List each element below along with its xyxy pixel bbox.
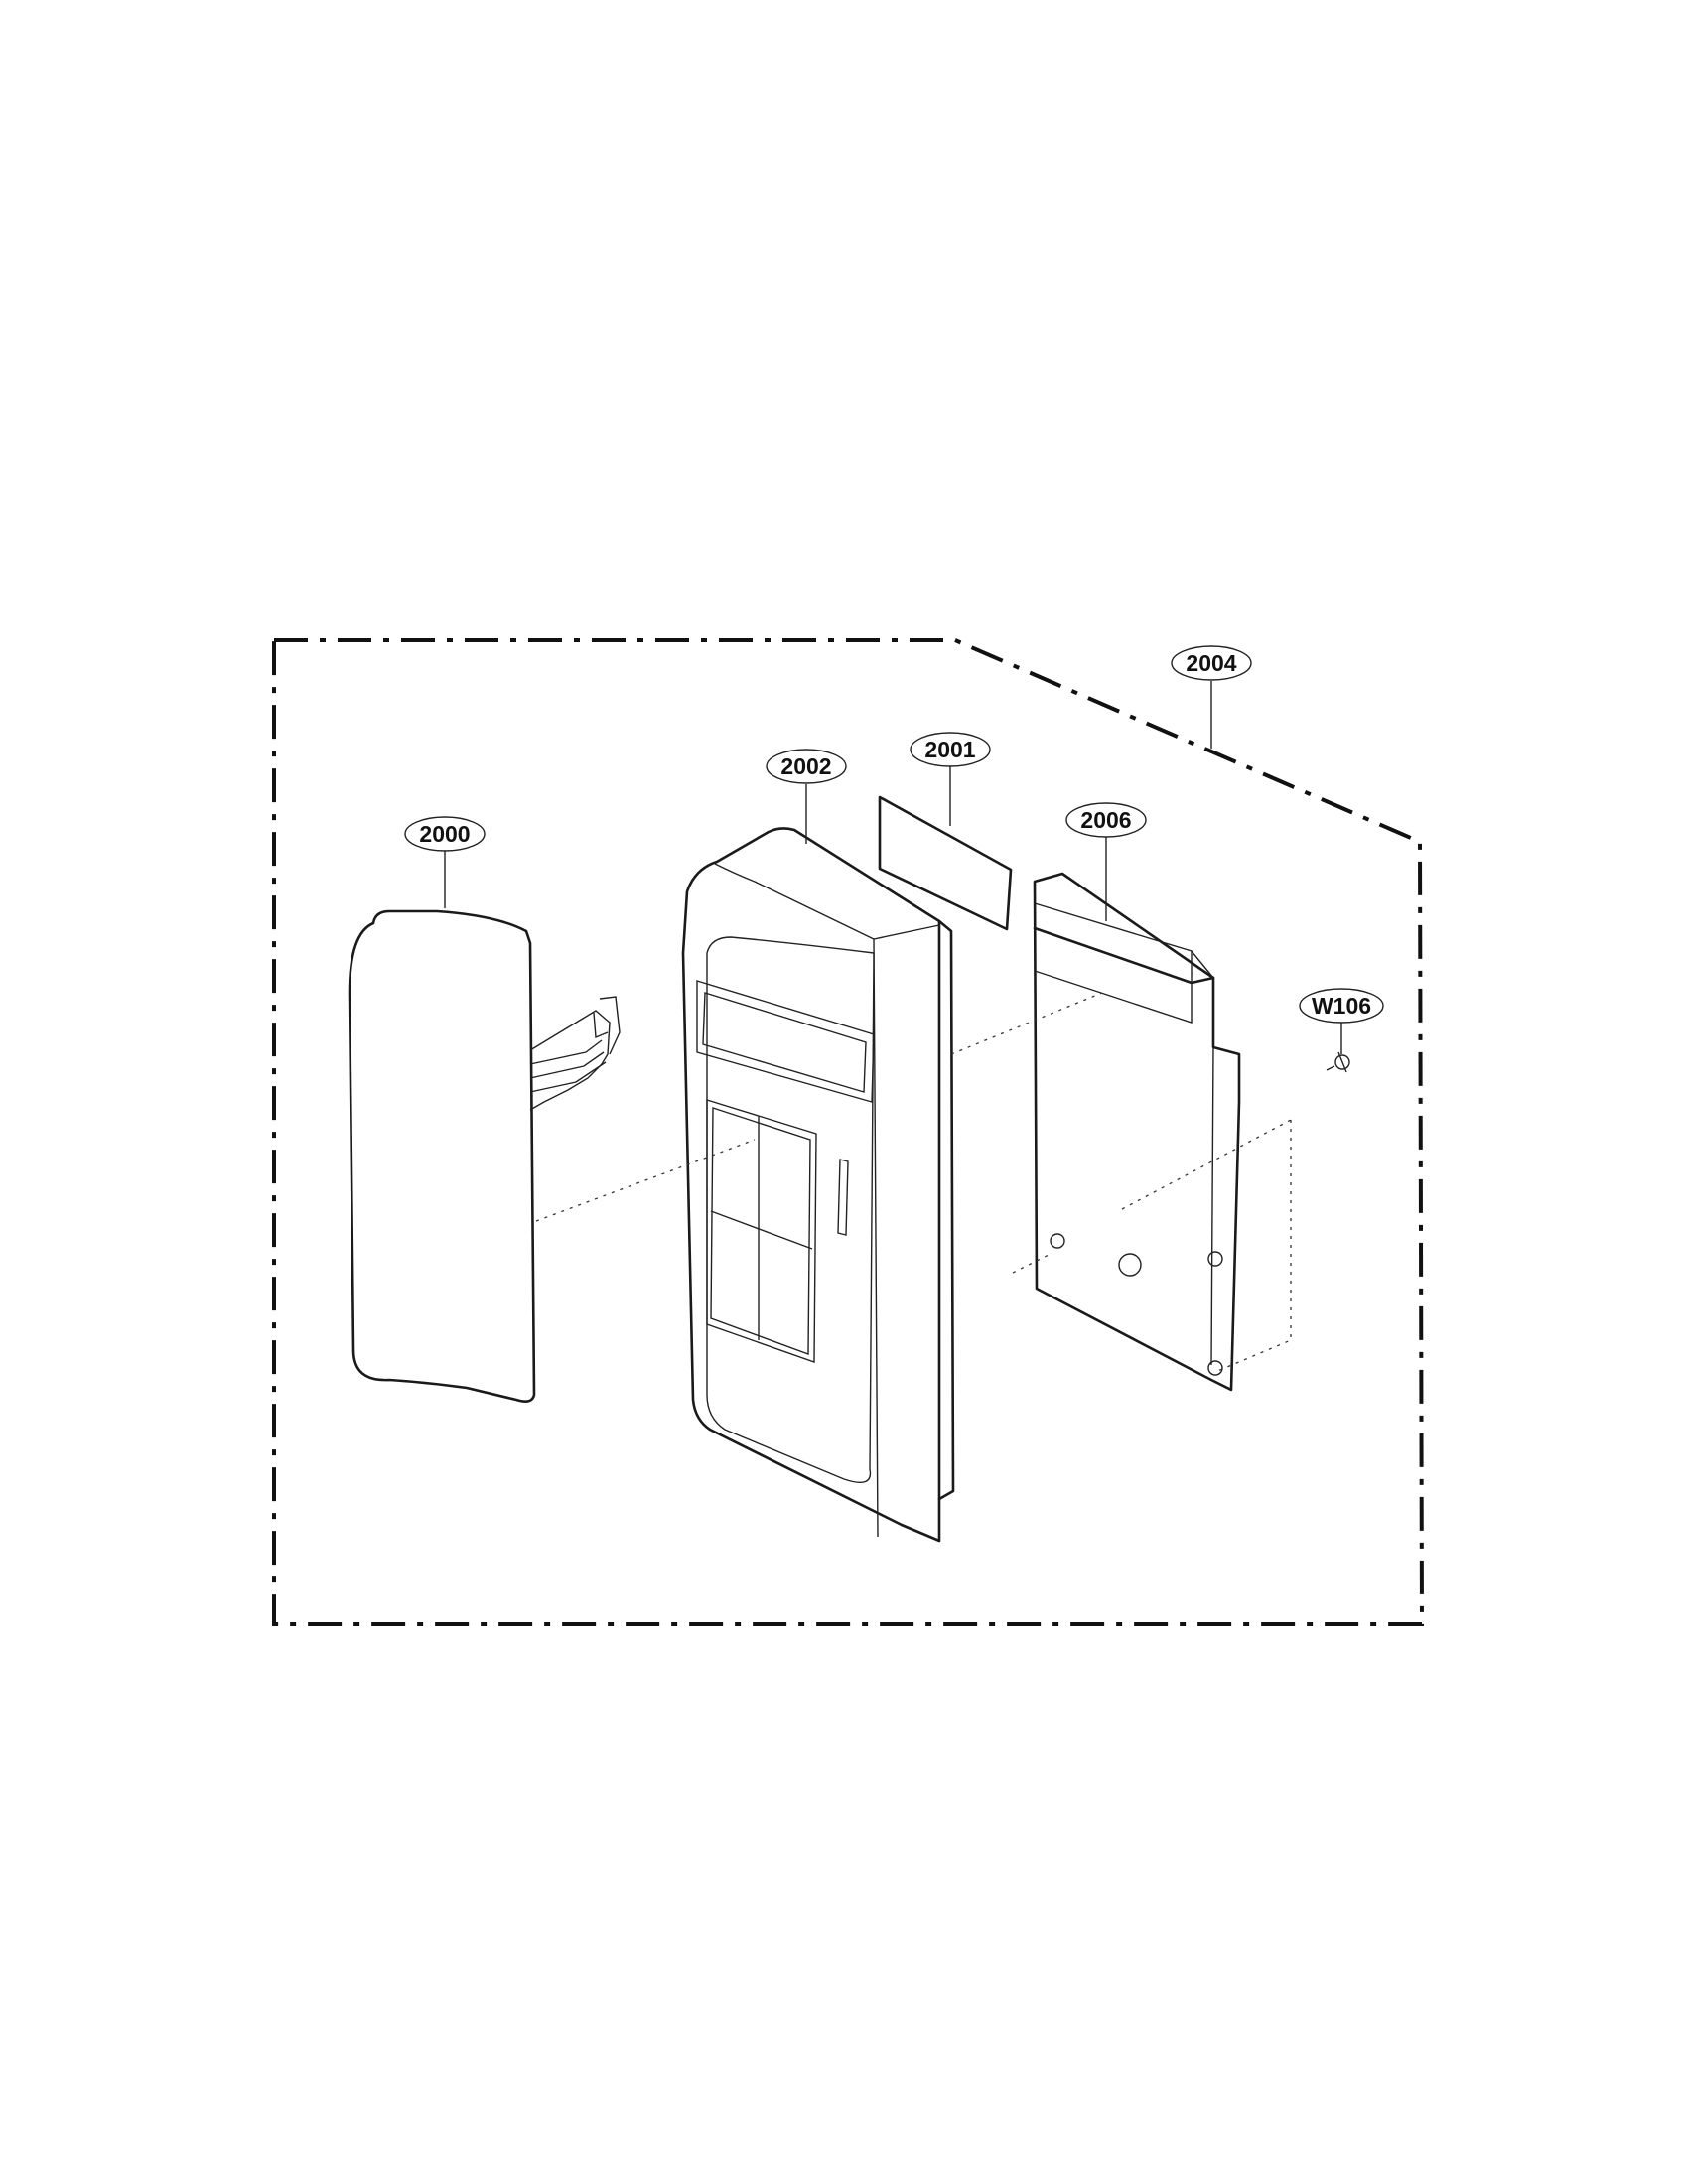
part-2000-membrane-panel [348, 909, 621, 1403]
part-2001-window-sheet [878, 795, 1013, 931]
callout-2004: 2004 [1171, 645, 1252, 681]
callout-w106: W106 [1299, 988, 1384, 1024]
callout-2001: 2001 [910, 732, 991, 767]
callout-label: 2000 [419, 821, 470, 847]
callout-label: 2001 [924, 737, 975, 762]
callout-2002: 2002 [766, 749, 847, 784]
callout-label: 2006 [1080, 807, 1131, 833]
assembly-boundary-2004 [272, 638, 1425, 1626]
callout-label: W106 [1312, 993, 1371, 1019]
part-w106-screw [1326, 1051, 1350, 1073]
callout-2006: 2006 [1065, 802, 1147, 838]
alignment-lines [535, 992, 1292, 1373]
callout-label: 2002 [780, 753, 831, 779]
part-2002-control-panel-housing [681, 827, 955, 1543]
callout-label: 2004 [1186, 650, 1236, 676]
part-2006-pcb [1033, 872, 1241, 1392]
leader-lines [444, 681, 1342, 1054]
callout-2000: 2000 [404, 816, 486, 852]
